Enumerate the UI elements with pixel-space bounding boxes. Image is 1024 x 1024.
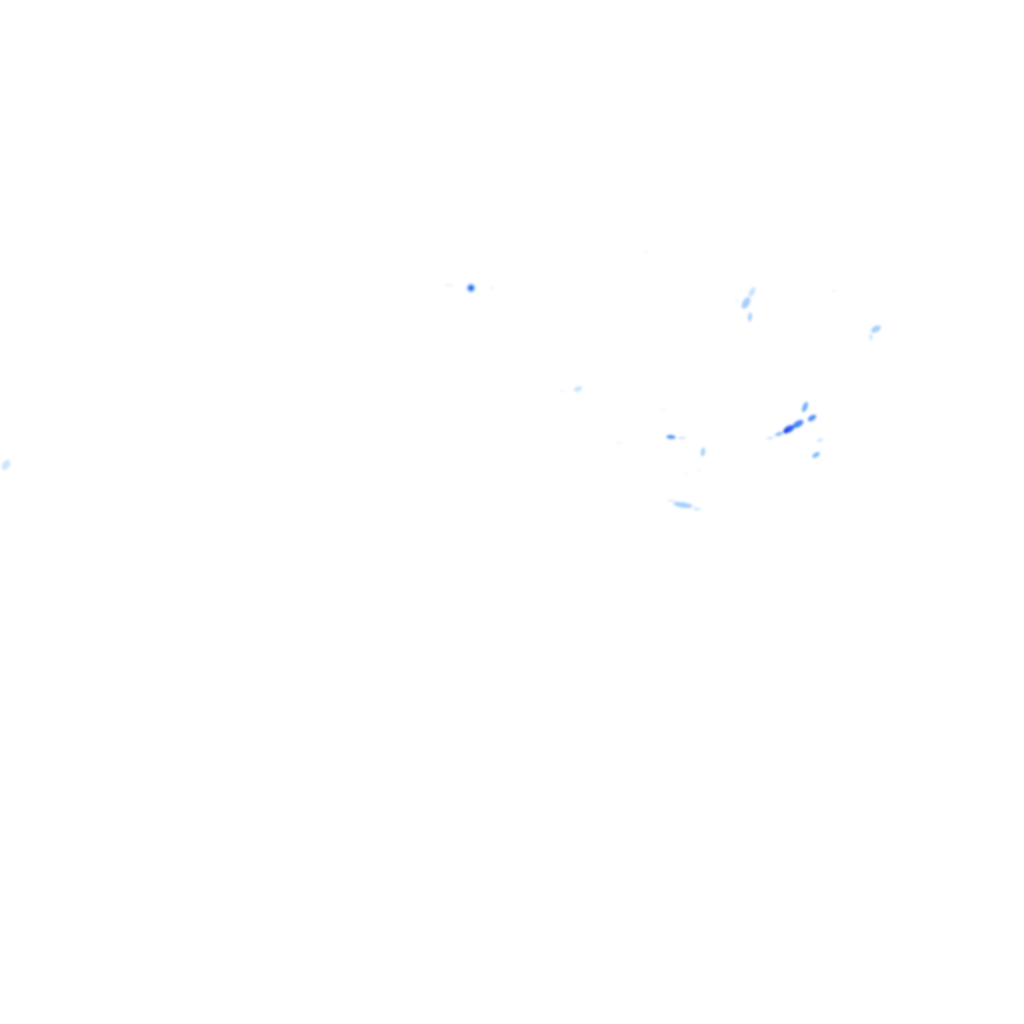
data-point — [817, 438, 823, 442]
data-point — [673, 502, 693, 508]
data-point — [807, 414, 817, 422]
data-point — [678, 436, 686, 440]
data-point — [831, 289, 837, 293]
data-point — [489, 286, 495, 290]
data-point — [801, 401, 809, 413]
data-point — [747, 312, 753, 322]
data-point — [660, 408, 666, 412]
data-point — [693, 507, 701, 511]
data-point — [748, 286, 756, 298]
data-point — [615, 441, 623, 445]
data-point — [741, 297, 751, 309]
data-point — [684, 471, 690, 475]
data-point — [666, 434, 676, 440]
data-point — [766, 436, 774, 440]
data-marks-layer — [1, 250, 881, 511]
data-point — [700, 447, 706, 457]
data-point — [783, 428, 789, 434]
data-point — [734, 299, 740, 303]
data-point — [871, 325, 881, 333]
data-point — [444, 283, 454, 287]
data-point — [869, 333, 873, 341]
data-point — [812, 452, 820, 458]
data-point — [697, 468, 701, 472]
data-point — [1, 460, 11, 470]
data-point — [573, 386, 583, 392]
data-point — [468, 285, 474, 291]
data-point — [792, 420, 804, 428]
data-point — [667, 499, 677, 503]
data-point — [642, 250, 650, 254]
data-point — [775, 431, 783, 437]
data-point — [558, 389, 566, 393]
